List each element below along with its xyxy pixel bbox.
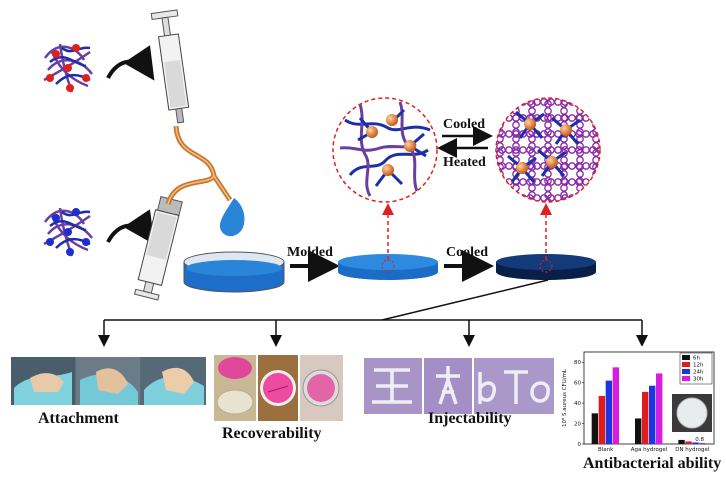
label-recoverability: Recoverability [222,425,322,442]
legend-swatch [682,369,690,374]
label-injectability: Injectability [428,410,512,427]
mixing-tube [165,125,233,205]
curved-arrow-icon [106,209,155,245]
syringe-top [150,9,190,124]
gel-disk-dark [496,254,596,280]
legend-swatch [682,362,690,367]
y-tick-label: 60 [574,381,581,387]
bar [612,367,620,444]
x-tick-label: Aga hydrogel [631,447,668,453]
legend-label: 24h [693,370,704,376]
x-tick-label: Blank [598,447,614,453]
y-axis-label: 10⁸ S.aureus CFU/mL [561,368,568,427]
bar [692,442,699,444]
bar [699,442,706,444]
bar [649,385,656,444]
x-tick-label: DN hydrogel [675,447,710,453]
label-cooled-top: Cooled [443,117,485,132]
label-attachment: Attachment [38,410,119,427]
antibacterial-bar-chart: 0 20 40 60 80 10⁸ S.aureus CFU/mL Blank Aga hyd… [560,346,720,456]
legend-label: 12h [693,363,704,369]
polymer-cluster-blue-ions [43,207,93,257]
inset-dish [676,397,708,429]
polymer-cluster-red-ions [43,43,93,93]
label-molded: Molded [287,245,333,260]
zoom-network-double [495,97,601,203]
bar [678,439,685,444]
legend-label: 6h [693,356,700,362]
zoom-network-single [332,97,438,203]
legend-swatch [682,376,690,381]
inset-label: 0.8 [695,437,704,443]
bar [598,395,606,444]
y-tick-label: 80 [574,360,581,366]
bar [656,373,663,444]
label-cooled-bottom: Cooled [446,245,488,260]
y-tick-label: 0 [578,442,582,448]
gel-disk-light [338,254,438,280]
bar [635,418,642,444]
photo-attachment [11,357,206,405]
y-tick-label: 20 [574,422,581,428]
petri-dish-liquid [183,251,285,293]
photo-injectability [364,358,554,414]
gel-drop [219,198,245,237]
photo-recoverability [214,355,343,421]
branch-connector [98,279,648,347]
legend-swatch [682,355,690,360]
syringe-bottom [133,196,183,301]
legend-label: 30h [693,377,704,383]
curved-arrow-icon [106,45,155,81]
label-heated: Heated [443,155,486,170]
bar [642,391,649,444]
label-antibacterial-ability: Antibacterial ability [583,455,722,472]
bar [685,441,692,444]
y-tick-label: 40 [574,401,581,407]
bar [591,413,599,444]
bar [605,380,613,444]
